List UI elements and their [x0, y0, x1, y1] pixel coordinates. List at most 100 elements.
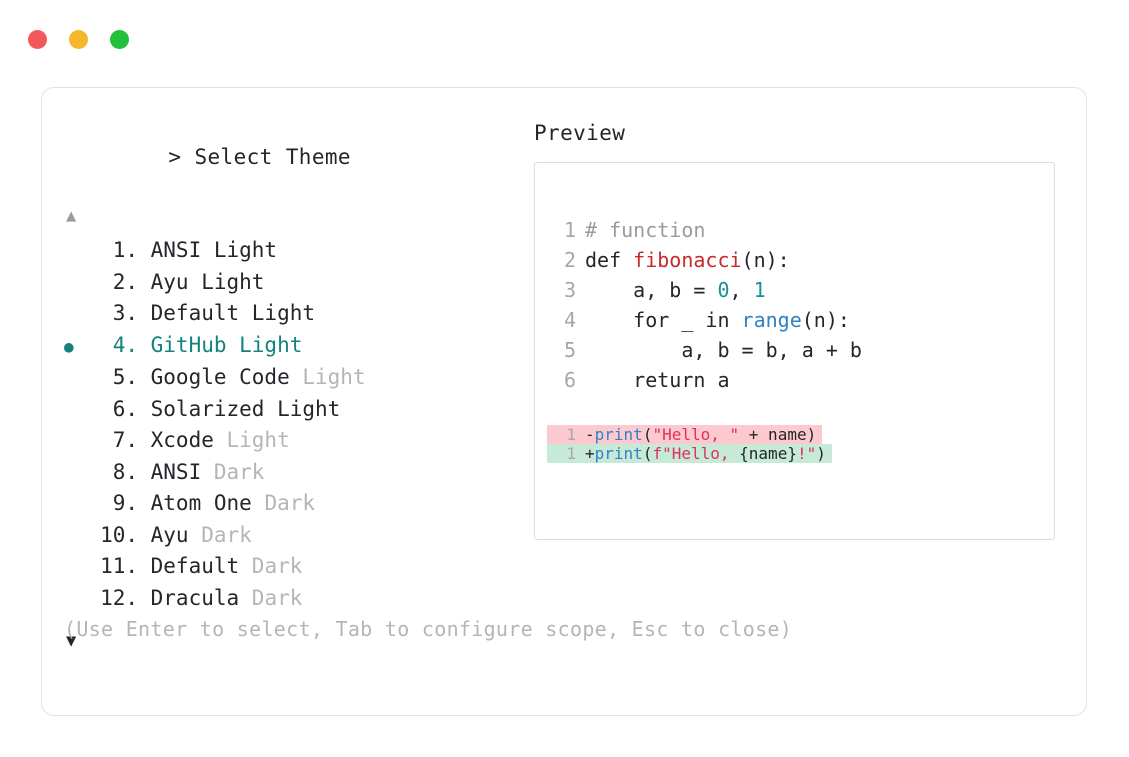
theme-list-item[interactable]: 3. Default Light: [64, 298, 534, 330]
line-number: 1: [563, 218, 576, 242]
theme-list-item[interactable]: 7. Xcode Light: [64, 425, 534, 457]
theme-index: 2.: [112, 269, 138, 294]
diff-line-content: print("Hello, " + name): [595, 425, 823, 444]
minimize-button[interactable]: [69, 30, 88, 49]
code-line: 2 def fibonacci(n):: [547, 245, 1054, 275]
diff-marker: +: [585, 444, 595, 463]
theme-index: 8.: [112, 459, 138, 484]
code-line-content: # function: [585, 215, 705, 245]
diff-removed-line: 1- print("Hello, " + name): [547, 425, 823, 444]
line-number: 5: [563, 338, 576, 362]
theme-list-item[interactable]: 1. ANSI Light: [64, 235, 534, 267]
theme-index: 12.: [100, 585, 138, 610]
diff-row: 1 + print(f"Hello, {name}!"): [547, 444, 1054, 463]
theme-name: Google Code: [138, 365, 290, 389]
diff-marker: -: [585, 425, 595, 444]
diff-row: 1- print("Hello, " + name): [547, 425, 1054, 444]
code-line-content: def fibonacci(n):: [585, 245, 790, 275]
code-token-plain: ): [816, 444, 826, 463]
line-number: 4: [563, 308, 576, 332]
theme-name: Ayu Light: [138, 269, 265, 294]
code-token-plain: {name}: [739, 444, 797, 463]
theme-index: 11.: [100, 554, 138, 578]
scroll-up-icon[interactable]: ▲: [66, 206, 77, 226]
code-token-number: 1: [753, 278, 766, 302]
theme-name: Xcode: [138, 428, 214, 452]
line-number: 2: [563, 248, 576, 272]
theme-list-item[interactable]: 2. Ayu Light: [64, 267, 534, 299]
code-token-builtin: print: [594, 425, 643, 444]
theme-list-item[interactable]: 10. Ayu Dark: [64, 520, 534, 552]
theme-list-item[interactable]: 11. Default Dark: [64, 551, 534, 583]
theme-list-item[interactable]: 5. Google Code Light: [64, 362, 534, 394]
code-token-plain: ,: [729, 278, 754, 302]
theme-index: 9.: [112, 491, 138, 515]
code-token-plain: (n):: [801, 308, 850, 332]
diff-added-line: 1 + print(f"Hello, {name}!"): [547, 444, 832, 463]
theme-list-item[interactable]: 8. ANSI Dark: [64, 457, 534, 489]
code-token-func: fibonacci: [633, 248, 742, 272]
theme-list-item[interactable]: 12. Dracula Dark: [64, 583, 534, 615]
window-controls: [28, 30, 129, 49]
theme-name: Solarized Light: [138, 396, 341, 421]
preview-label: Preview: [534, 121, 626, 145]
code-token-plain: a, b =: [585, 278, 718, 302]
theme-variant-tag: Light: [213, 428, 290, 452]
theme-name: GitHub Light: [138, 332, 303, 357]
theme-variant-tag: Dark: [188, 522, 252, 547]
theme-list-item[interactable]: 9. Atom One Dark: [64, 488, 534, 520]
prompt-label: Select Theme: [194, 145, 351, 169]
code-token-comment: # function: [585, 218, 706, 242]
diff-line-content: print(f"Hello, {name}!"): [595, 444, 832, 463]
theme-list-item[interactable]: ●4. GitHub Light: [64, 330, 534, 363]
code-token-plain: + name): [739, 425, 817, 444]
theme-index: 6.: [112, 396, 138, 421]
code-token-plain: for _ in: [585, 308, 742, 332]
code-spacer: [535, 395, 1054, 425]
theme-index: 5.: [112, 365, 138, 389]
prompt-line: > Select Theme: [64, 121, 534, 193]
maximize-button[interactable]: [110, 30, 129, 49]
code-line: 4 for _ in range(n):: [547, 305, 1054, 335]
line-number: 6: [563, 368, 576, 392]
theme-index: 3.: [112, 301, 138, 325]
theme-variant-tag: Dark: [239, 554, 303, 578]
code-line-content: a, b = b, a + b: [585, 335, 862, 365]
theme-list-item[interactable]: 6. Solarized Light: [64, 394, 534, 426]
selected-bullet-icon: ●: [64, 336, 74, 356]
theme-index: 7.: [112, 428, 138, 452]
diff-line-number: 1: [566, 425, 576, 444]
code-token-builtin: print: [594, 444, 643, 463]
code-token-string: f"Hello,: [652, 444, 740, 463]
theme-variant-tag: Dark: [201, 459, 265, 484]
code-line: 6 return a: [547, 365, 1054, 395]
diff-line-number: 1: [566, 444, 576, 463]
code-token-plain: return a: [585, 368, 730, 392]
close-button[interactable]: [28, 30, 47, 49]
theme-name: Dracula: [138, 585, 240, 610]
code-token-keyword: def: [585, 248, 634, 272]
theme-name: Default: [138, 554, 240, 578]
code-token-plain: a, b = b, a + b: [585, 338, 862, 362]
theme-variant-tag: Light: [289, 365, 366, 389]
theme-name: Ayu: [138, 522, 189, 547]
theme-name: Default Light: [138, 301, 316, 325]
theme-index: 10.: [100, 522, 138, 547]
keyboard-hint: (Use Enter to select, Tab to configure s…: [64, 617, 793, 641]
theme-variant-tag: Dark: [251, 491, 316, 515]
code-line: 3 a, b = 0, 1: [547, 275, 1054, 305]
code-token-plain: (n):: [741, 248, 790, 272]
theme-variant-tag: Dark: [239, 585, 303, 610]
page-title: [181, 145, 194, 169]
code-line-content: a, b = 0, 1: [585, 275, 766, 305]
code-token-number: 0: [717, 278, 730, 302]
theme-name: ANSI Light: [138, 238, 278, 262]
code-token-string: !": [796, 444, 817, 463]
code-token-plain: (: [642, 444, 653, 463]
scroll-down-icon[interactable]: ▼: [66, 631, 77, 651]
theme-name: Atom One: [138, 491, 252, 515]
